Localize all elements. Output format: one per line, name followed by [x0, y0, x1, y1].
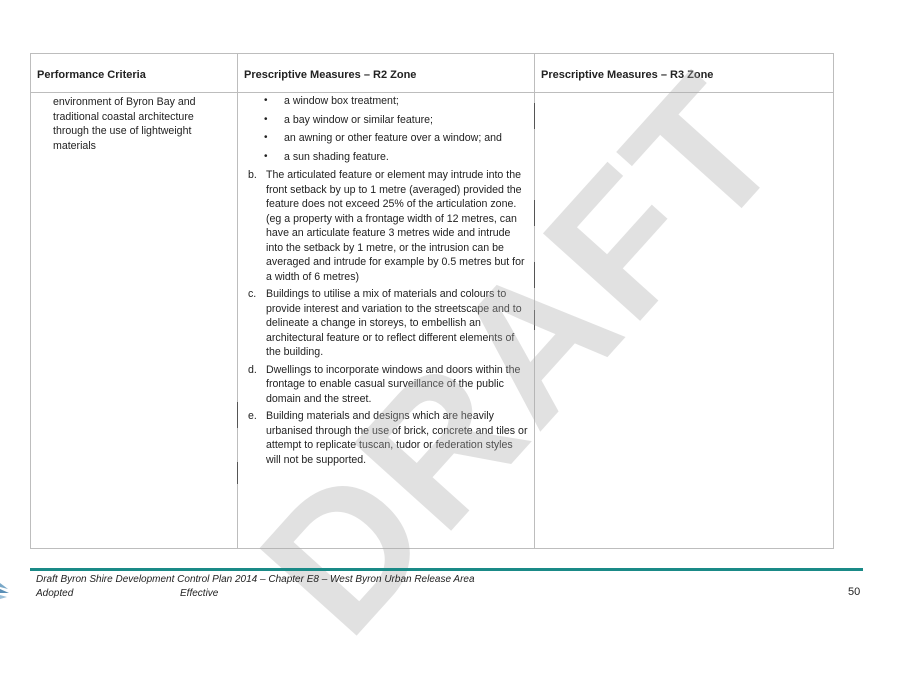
bullet-dot-icon: • — [264, 150, 268, 162]
bullet-dot-icon: • — [264, 95, 268, 106]
change-bar — [534, 262, 535, 288]
list-item: b.The articulated feature or element may… — [248, 169, 525, 283]
footer-document-title: Draft Byron Shire Development Control Pl… — [36, 574, 475, 585]
r3-measures-text — [535, 93, 833, 94]
list-item: •a bay window or similar feature; — [264, 113, 433, 126]
list-item: c.Buildings to utilise a mix of material… — [248, 288, 522, 358]
header-r3-zone: Prescriptive Measures – R3 Zone — [534, 53, 834, 93]
council-logo-icon — [0, 583, 9, 599]
measures-lettered-list: b.The articulated feature or element may… — [238, 168, 530, 467]
list-item: e.Building materials and designs which a… — [248, 410, 528, 466]
change-bar — [534, 103, 535, 129]
header-r2-zone: Prescriptive Measures – R2 Zone — [237, 53, 535, 93]
criteria-text: environment of Byron Bay and traditional… — [53, 96, 196, 152]
footer-effective: Effective — [180, 588, 219, 599]
change-bar — [534, 310, 535, 330]
header-performance-criteria: Performance Criteria — [30, 53, 238, 93]
footer-rule — [30, 568, 863, 571]
r2-measures-cell: •a window box treatment; •a bay window o… — [237, 92, 535, 549]
list-item: •a sun shading feature. — [264, 150, 389, 163]
controls-table: Performance Criteria Prescriptive Measur… — [30, 53, 834, 549]
page-number: 50 — [848, 586, 861, 598]
change-bar — [237, 462, 238, 484]
feature-bullet-list: •a window box treatment; •a bay window o… — [238, 94, 530, 164]
list-item: d.Dwellings to incorporate windows and d… — [248, 363, 521, 405]
bullet-dot-icon: • — [264, 113, 268, 125]
bullet-dot-icon: • — [264, 132, 268, 143]
list-item: •an awning or other feature over a windo… — [264, 132, 502, 144]
list-item: •a window box treatment; — [264, 95, 399, 107]
change-bar — [534, 200, 535, 226]
document-page: Performance Criteria Prescriptive Measur… — [0, 37, 863, 673]
footer-status: Adopted — [36, 588, 74, 599]
criteria-cell: environment of Byron Bay and traditional… — [30, 92, 238, 549]
table-row: environment of Byron Bay and traditional… — [30, 92, 834, 549]
r3-measures-cell — [534, 92, 834, 549]
change-bar — [237, 402, 238, 428]
table-header-row: Performance Criteria Prescriptive Measur… — [30, 53, 834, 93]
